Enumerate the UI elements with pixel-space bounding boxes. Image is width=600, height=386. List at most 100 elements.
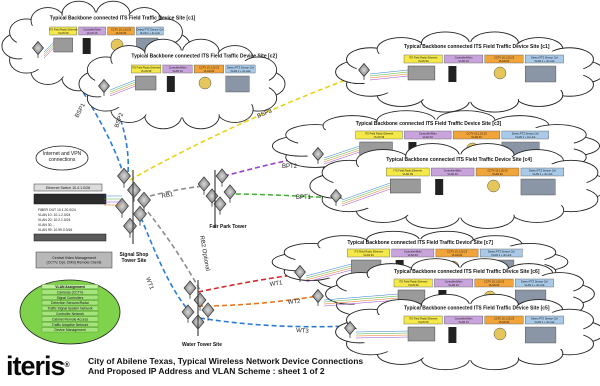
cable — [355, 336, 409, 339]
cable — [43, 47, 54, 59]
text-line: RB1 — [161, 192, 174, 200]
cable — [369, 73, 409, 79]
shop-tower-antenna — [133, 205, 147, 226]
vlan-legend-row — [41, 284, 99, 289]
vlan-legend-text: VLAN Assignment — [55, 285, 85, 289]
vlan-legend-text: Traffic Signal System Network — [47, 307, 93, 311]
text-line: Water Tower Site — [182, 342, 222, 348]
antenna-dish — [183, 280, 197, 296]
antenna-dish — [137, 191, 151, 209]
site-cloud: Typical Backbone connected ITS Field Tra… — [309, 143, 600, 229]
text-line: Central Video Management — [52, 256, 96, 260]
text-line: CCTV 10.1.20.23 — [494, 317, 515, 321]
text-line: Device Management — [54, 328, 85, 332]
vlan-legend-text: Traffic Adaptive Network — [52, 323, 89, 327]
text-line: VLAN 20 — [204, 69, 215, 73]
device-box-controller — [78, 26, 106, 36]
link-label-rb2: RB2 Optional — [198, 235, 210, 271]
vlan-legend-row — [41, 289, 99, 295]
text-line: CCTV 10.1.20.23 — [199, 66, 220, 70]
switch-equipment — [407, 65, 436, 81]
antenna-dish — [201, 302, 215, 318]
text-line: VLAN 10 — [423, 135, 434, 139]
link-label-wt3: WT3 — [296, 328, 310, 335]
switch-equipment — [407, 326, 436, 342]
text-line: CCTV 10.1.20.23 — [487, 169, 508, 173]
cable — [341, 182, 391, 201]
text-line: VLAN 99 — [141, 69, 152, 73]
server-label: Central Video Management(CCTV, Dpt, CMS)… — [47, 256, 102, 265]
site-antenna — [312, 288, 324, 306]
link-label-bsp1: BSP1 — [74, 102, 87, 119]
link-rb1 — [149, 185, 205, 197]
text-line: VLAN 1 + 4x Link — [140, 31, 161, 35]
site-cloud: Typical Backbone connected ITS Field Tra… — [335, 293, 600, 371]
text-line: Controller/Mdm — [455, 317, 473, 321]
text-line: WT1 — [144, 277, 154, 292]
fairpark-antenna — [205, 188, 219, 207]
device-box-field_radio — [131, 64, 162, 74]
controller-cabinet — [448, 66, 457, 82]
cable — [305, 269, 352, 283]
text-line: BSP3 — [257, 108, 274, 120]
link-label-wt1: WT1 — [269, 280, 283, 288]
cable — [323, 297, 399, 305]
text-line: Internet and VPN — [43, 151, 82, 157]
cable — [341, 188, 391, 207]
device-box-detector — [136, 26, 164, 36]
text-line: Detect PTZ Sensor Ctrl — [488, 250, 515, 254]
device-box-cctv — [194, 64, 224, 74]
text-line: Detect PTZ Sensor Ctrl — [227, 66, 254, 70]
text-line: BPT1 — [296, 195, 312, 201]
site-antenna — [312, 146, 324, 164]
device-box-cctv — [107, 26, 135, 36]
device-box-cctv — [435, 248, 479, 258]
shop-rack-line: VLAN 10: 10.1.2.0/24 — [38, 213, 71, 217]
text-line: CCTV 10.1.20.23 — [494, 56, 515, 60]
cctv-camera — [493, 327, 507, 341]
server-box — [35, 251, 113, 269]
antenna-dish — [197, 176, 211, 192]
fairpark-antenna — [223, 184, 237, 203]
internet-cloud-shape — [35, 145, 89, 171]
tower-label-water: Water Tower Site — [182, 342, 222, 348]
shop-rack-line: VLAN 20: 10.2.1.0/24 — [38, 218, 71, 222]
controller-cabinet — [448, 327, 457, 343]
link-label-wt1: WT1 — [144, 277, 154, 292]
text-line: Cameras (CCTV) — [57, 290, 83, 294]
text-line: VLAN 10 — [448, 283, 459, 287]
shop-rack-unit — [33, 233, 107, 242]
vlan-legend-text: Device Management — [54, 328, 85, 332]
text-line: Tower Site — [122, 258, 147, 264]
vlan-legend-row — [41, 311, 99, 316]
vlan-legend-row — [41, 322, 99, 327]
antenna-dish — [115, 197, 129, 215]
switch-equipment — [135, 75, 157, 91]
cable — [355, 332, 409, 335]
site-title: Typical Backbone connected ITS Field Tra… — [386, 157, 532, 163]
text-line: VLAN 10: 10.1.2.0/24 — [38, 213, 71, 217]
cable — [355, 334, 409, 337]
device-box-controller — [444, 54, 483, 64]
antenna-dish — [127, 181, 141, 199]
text-line: VLAN 10 — [458, 59, 469, 63]
device-box-field_radio — [347, 248, 390, 258]
cable — [305, 265, 352, 279]
fairpark-antenna — [213, 196, 227, 215]
text-line: (CCTV, Dpt, CMS) Remote Clients — [47, 261, 102, 265]
text-line: WT2 — [288, 299, 302, 306]
iteris-logo: iteris® — [6, 351, 70, 381]
site-title: Typical Backbone connected ITS Field Tra… — [50, 15, 196, 21]
